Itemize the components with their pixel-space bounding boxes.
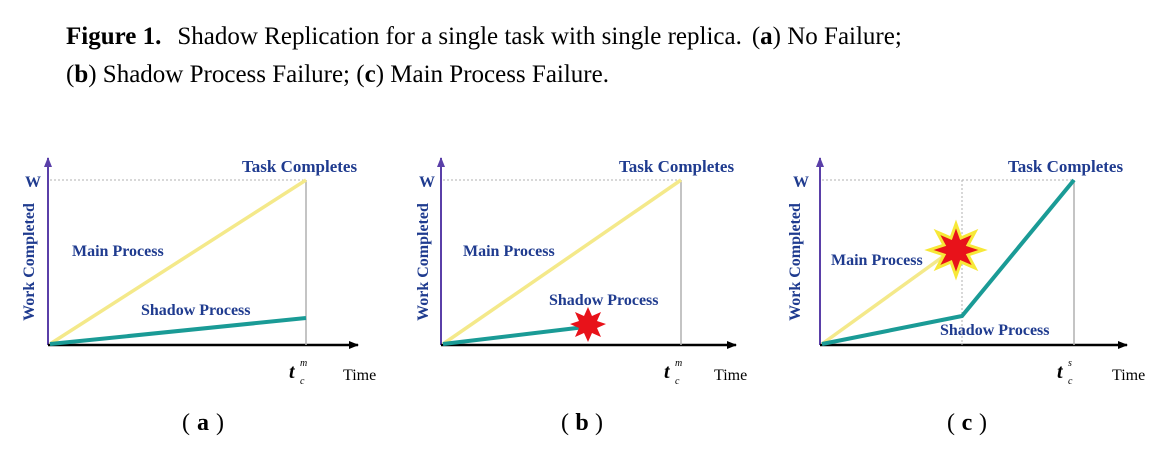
figure-caption: Figure 1. Shadow Replication for a single… (66, 18, 1116, 94)
panel-b-shadow-process-label: Shadow Process (549, 292, 659, 309)
panel-a-main-process-line (49, 178, 307, 346)
caption-line-2: (b) Shadow Process Failure; (c) Main Pro… (66, 61, 609, 88)
panel-c-shadow-process-line (821, 178, 1076, 346)
panel-b-tc-sup: m (675, 358, 682, 369)
figure-label: Figure 1. (66, 23, 162, 50)
caption-key-a: a (760, 23, 773, 50)
panel-a: Work Completed W Task Completes Main Pro… (21, 157, 376, 387)
panel-b-shadow-failure-burst (570, 307, 606, 342)
caption-key-b: b (74, 61, 89, 88)
panel-b-shadow-process-line (442, 325, 586, 346)
panel-c-tc-base: t (1057, 361, 1064, 383)
caption-text-c: ) Main Process Failure. (375, 61, 609, 88)
panel-label-a: ( a ) (182, 410, 224, 436)
caption-text-b: ) Shadow Process Failure; ( (88, 61, 365, 88)
svg-text:(: ( (947, 410, 955, 436)
panel-b-tc-sub: c (675, 376, 680, 387)
panel-c-task-completes: Task Completes (1008, 157, 1123, 176)
panel-c-main-process-line (820, 246, 957, 346)
panel-label-c-key: c (962, 410, 973, 436)
panel-a-shadow-process-label: Shadow Process (141, 302, 251, 319)
svg-text:): ) (595, 410, 603, 436)
panel-b-task-completes: Task Completes (619, 157, 734, 176)
panel-a-task-completes: Task Completes (242, 157, 357, 176)
panel-label-a-key: a (197, 410, 209, 436)
panel-b-time-label: Time (714, 367, 747, 384)
caption-line-1: Figure 1. Shadow Replication for a single… (66, 23, 902, 50)
panel-c-main-process-label: Main Process (831, 252, 923, 269)
panel-b-main-process-line (442, 178, 682, 346)
panel-label-b: ( b ) (561, 410, 603, 436)
svg-text:(: ( (182, 410, 190, 436)
panel-b: Work Completed W Task Completes Main Pro… (415, 157, 747, 387)
caption-text-a: ) No Failure; (772, 23, 902, 50)
panel-b-tc-base: t (664, 361, 671, 383)
panel-c-w-tick: W (793, 174, 809, 191)
panel-a-tc-base: t (289, 361, 296, 383)
svg-text:): ) (216, 410, 224, 436)
panel-a-tc-sup: m (300, 358, 307, 369)
panel-b-main-process-label: Main Process (463, 243, 555, 260)
panel-c: Work Completed W Task Completes Main Pro… (787, 157, 1145, 387)
svg-text:(: ( (561, 410, 569, 436)
panel-a-main-process-label: Main Process (72, 243, 164, 260)
panel-label-c: ( c ) (947, 410, 987, 436)
panel-b-y-axis-label: Work Completed (415, 203, 432, 321)
panel-a-y-axis-label: Work Completed (21, 203, 38, 321)
panel-a-time-label: Time (343, 367, 376, 384)
panel-a-w-tick: W (25, 174, 41, 191)
panel-label-b-key: b (575, 410, 588, 436)
svg-text:): ) (979, 410, 987, 436)
panel-c-y-axis-label: Work Completed (787, 203, 804, 321)
caption-title: Shadow Replication for a single task wit… (177, 23, 742, 50)
panel-c-main-failure-burst (924, 219, 988, 281)
panel-c-time-label: Time (1112, 367, 1145, 384)
panel-c-tc-sup: s (1068, 358, 1072, 369)
caption-key-c: c (364, 61, 376, 88)
panel-c-shadow-process-label: Shadow Process (940, 322, 1050, 339)
panel-a-shadow-process-line (49, 316, 307, 346)
panel-c-tc-sub: c (1068, 376, 1073, 387)
panel-b-w-tick: W (419, 174, 435, 191)
panel-a-tc-sub: c (300, 376, 305, 387)
